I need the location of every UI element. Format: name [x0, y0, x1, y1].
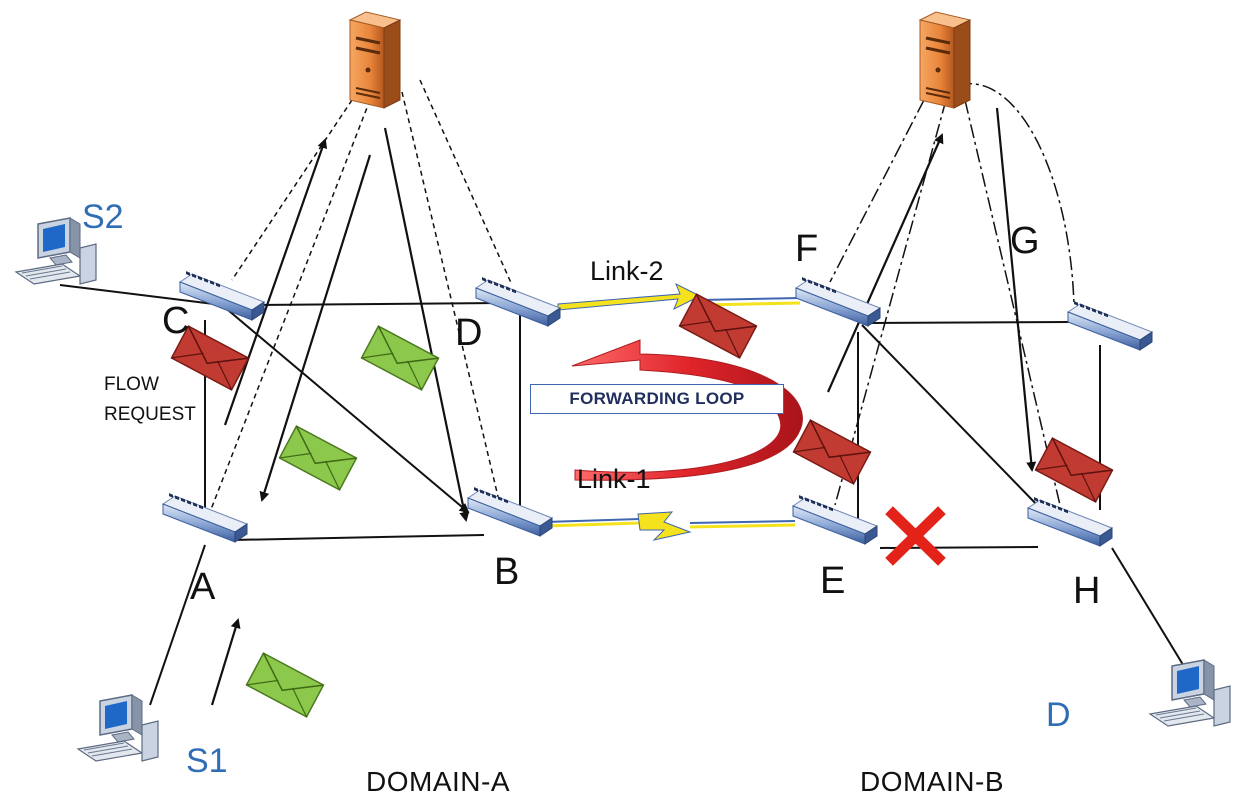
switch-c: [179, 270, 265, 321]
forwarding-loop-label: FORWARDING LOOP: [530, 384, 784, 414]
link-2-label: Link-2: [590, 256, 664, 286]
green-envelope-icon: [278, 425, 358, 491]
d-computer-icon: [1149, 659, 1231, 727]
switch-e: [792, 494, 878, 545]
node-b-label: B: [494, 551, 520, 593]
node-f-label: F: [795, 228, 819, 270]
node-d-label: D: [455, 312, 483, 354]
flow-request-label-line2: REQUEST: [104, 404, 196, 425]
link-1-label: Link-1: [577, 464, 651, 494]
domain-b-label: DOMAIN-B: [860, 766, 1004, 797]
node-a-label: A: [190, 566, 216, 608]
s1-computer-icon: [77, 694, 159, 762]
s2-label: S2: [82, 198, 124, 236]
domain-a-label: DOMAIN-A: [366, 766, 510, 797]
node-g-label: G: [1010, 220, 1040, 262]
destination-label: D: [1046, 696, 1071, 734]
controller-b-server-icon: [918, 10, 972, 110]
s1-packet-envelope-icon: [245, 652, 325, 718]
forwarding-loop-arrow: [571, 339, 803, 481]
node-h-label: H: [1073, 570, 1101, 612]
domain-b-control-lines: [829, 82, 1075, 506]
flow-request-label-line1: FLOW: [104, 374, 159, 395]
link-2-zigzag: [557, 282, 801, 311]
switch-g: [1067, 300, 1153, 351]
switch-d: [475, 276, 561, 327]
failure-x-icon: [885, 506, 946, 566]
node-c-label: C: [162, 300, 190, 342]
domain-a-control-lines: [209, 79, 513, 513]
controller-a-server-icon: [348, 10, 402, 110]
link-1-zigzag: [544, 511, 796, 541]
s1-label: S1: [186, 742, 228, 780]
switch-b: [467, 486, 553, 537]
node-e-label: E: [820, 560, 846, 602]
flow-arrows: [210, 107, 1037, 706]
